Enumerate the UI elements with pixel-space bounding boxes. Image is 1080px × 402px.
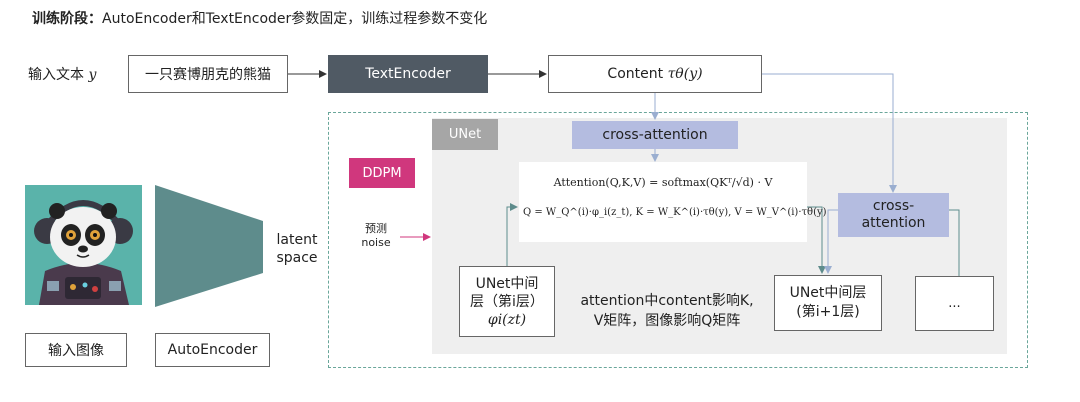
- unet-layer-i-line1: UNet中间: [475, 275, 539, 292]
- unet-dashed-container: [328, 112, 1028, 368]
- input-image-label-box: 输入图像: [25, 333, 127, 367]
- panda-image: [25, 185, 142, 305]
- unet-label-box: UNet: [432, 119, 498, 150]
- latent-space-line2: space: [276, 250, 318, 266]
- attention-formula-line2: Q = W_Q^(i)·φ_i(z_t), K = W_K^(i)·τθ(y),…: [523, 207, 827, 218]
- cross-attention-top-label: cross-attention: [602, 127, 708, 143]
- unet-layer-i1-line2: (第i+1层): [796, 304, 860, 320]
- content-label: Content: [607, 66, 664, 82]
- cross-attention-right-line2: attention: [861, 215, 926, 231]
- ddpm-label: DDPM: [362, 165, 402, 181]
- predict-noise-label: 预测 noise: [350, 222, 402, 250]
- attention-formula-box: Attention(Q,K,V) = softmax(QKᵀ/√d) · V Q…: [519, 162, 827, 242]
- cross-attention-right-box: cross- attention: [838, 193, 949, 237]
- unet-layer-i-box: UNet中间 层（第i层） φi(zt): [459, 266, 555, 337]
- autoencoder-label-box: AutoEncoder: [155, 333, 270, 367]
- textencoder-box: TextEncoder: [328, 55, 488, 93]
- ellipsis-box: ...: [915, 276, 994, 331]
- attention-note: attention中content影响K, V矩阵，图像影响Q矩阵: [572, 291, 762, 331]
- title-rest: AutoEncoder和TextEncoder参数固定，训练过程参数不变化: [102, 11, 488, 27]
- latent-space-line1: latent: [276, 232, 318, 248]
- ddpm-box: DDPM: [349, 158, 415, 188]
- autoencoder-label: AutoEncoder: [167, 342, 258, 358]
- encoder-trapezoid: [155, 185, 263, 307]
- content-formula: τθ(y): [667, 66, 703, 82]
- latent-space-label: latent space: [270, 231, 324, 267]
- input-image-label: 输入图像: [48, 343, 104, 359]
- unet-layer-i1-line1: UNet中间层: [789, 285, 867, 301]
- attention-note-line2: V矩阵，图像影响Q矩阵: [593, 313, 741, 329]
- unet-layer-i1-box: UNet中间层 (第i+1层): [774, 275, 882, 331]
- unet-layer-i-line2: 层（第i层）: [470, 293, 544, 310]
- input-text-box: 一只赛博朋克的熊猫: [128, 55, 288, 93]
- input-text-var: y: [88, 67, 97, 83]
- predict-noise-line2: noise: [361, 236, 391, 249]
- unet-layer-i-line3: φi(zt): [487, 311, 527, 328]
- page-title: 训练阶段：AutoEncoder和TextEncoder参数固定，训练过程参数不…: [32, 8, 487, 28]
- input-text-caption: 输入文本: [28, 67, 84, 83]
- input-text-value: 一只赛博朋克的熊猫: [145, 67, 271, 83]
- unet-label: UNet: [448, 127, 482, 142]
- attention-formula-line1: Attention(Q,K,V) = softmax(QKᵀ/√d) · V: [553, 176, 773, 189]
- cross-attention-top-box: cross-attention: [572, 121, 738, 149]
- content-box: Content τθ(y): [548, 55, 762, 93]
- input-text-label: 输入文本 y: [28, 64, 96, 84]
- cross-attention-right-line1: cross-: [872, 198, 915, 214]
- attention-note-line1: attention中content影响K,: [580, 293, 754, 309]
- predict-noise-line1: 预测: [365, 222, 387, 235]
- ellipsis-label: ...: [948, 296, 961, 311]
- title-bold: 训练阶段：: [32, 11, 102, 27]
- textencoder-label: TextEncoder: [365, 66, 451, 82]
